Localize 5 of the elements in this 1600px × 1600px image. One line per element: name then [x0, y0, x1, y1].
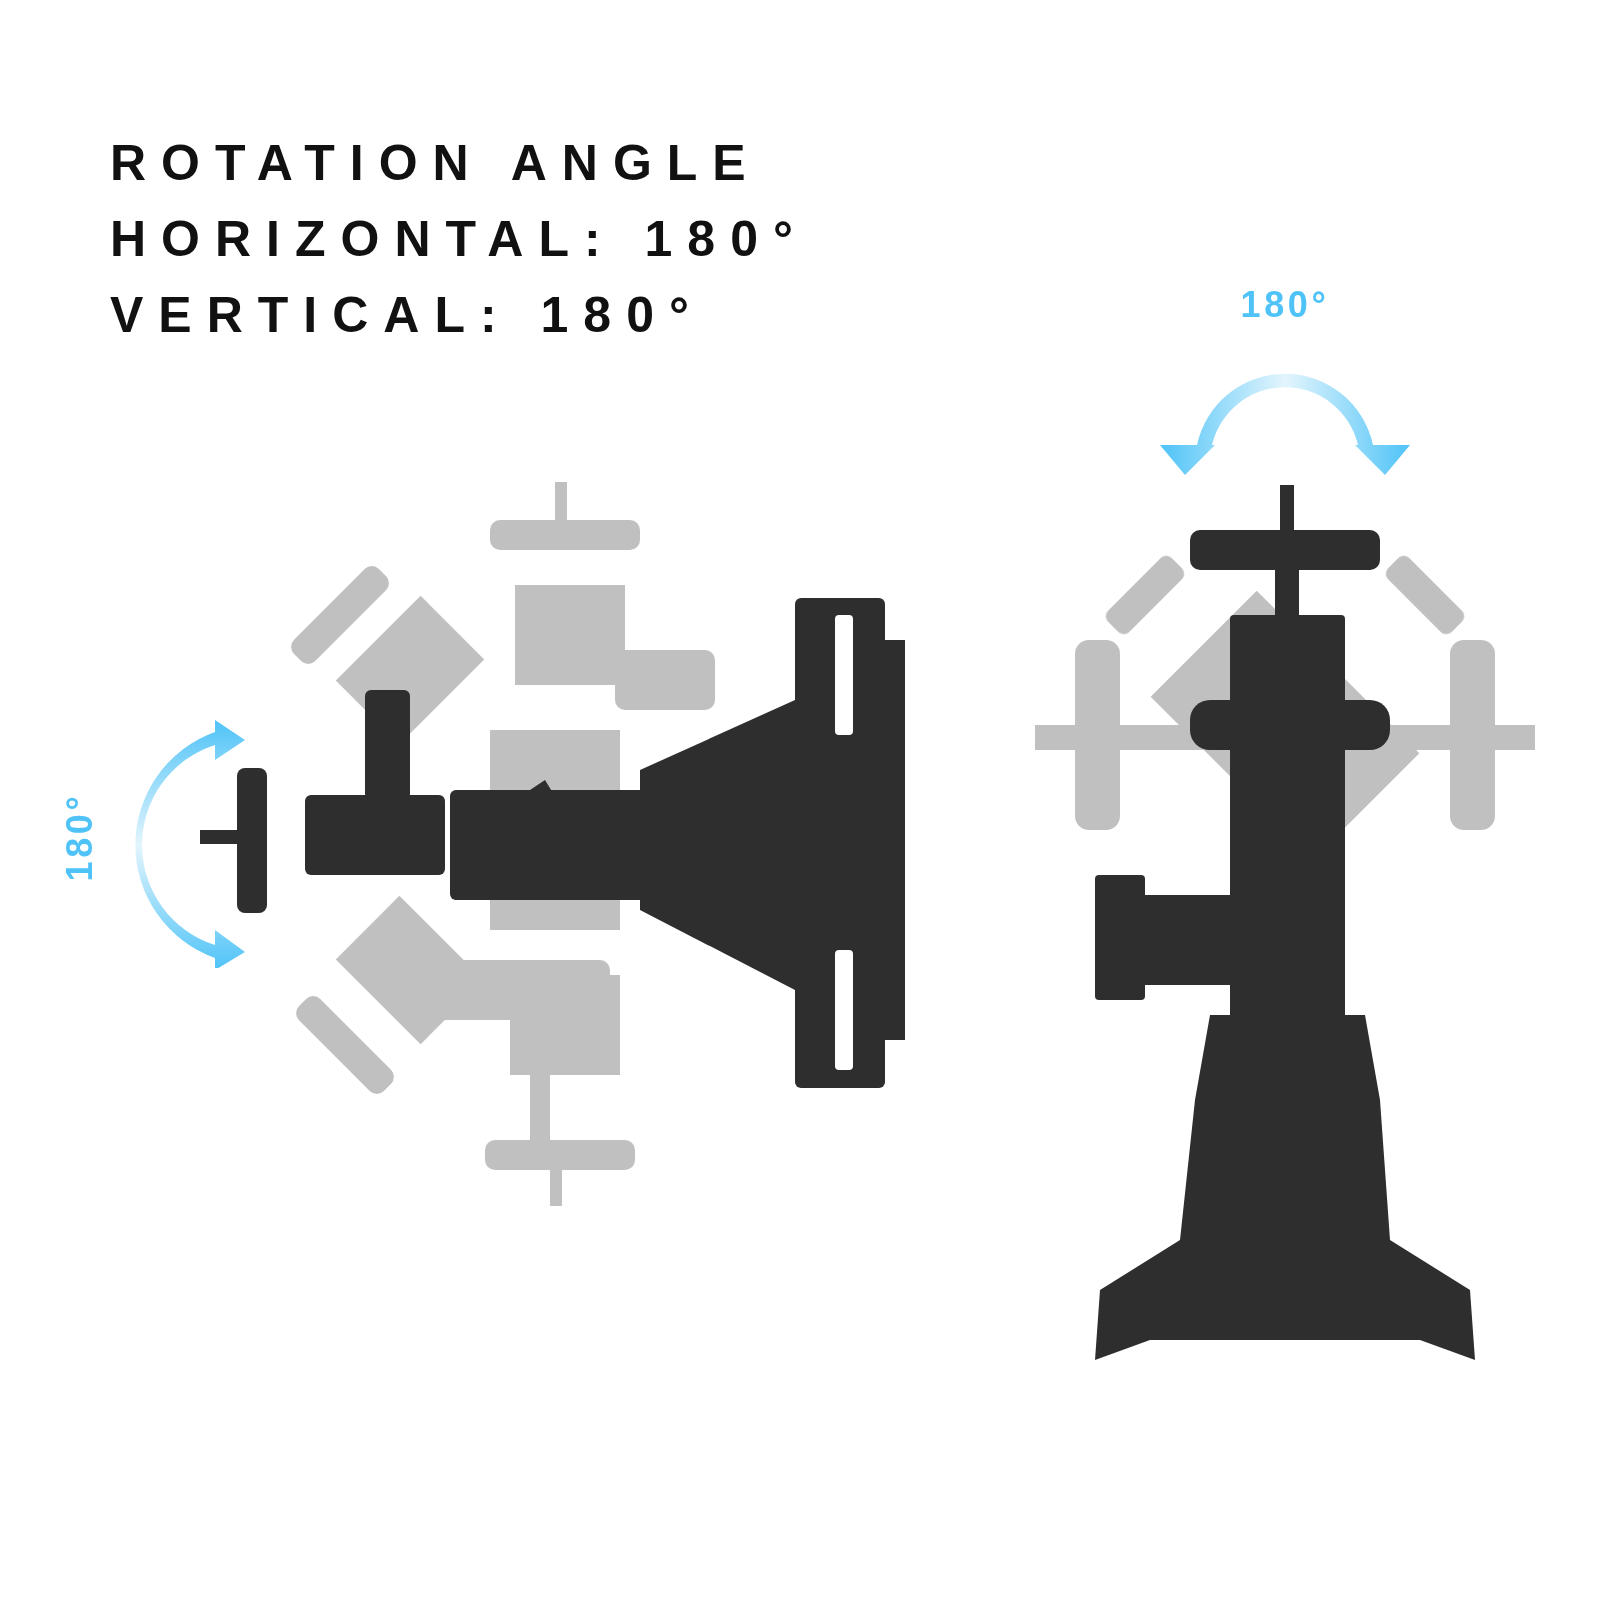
angle-label: 180° — [58, 791, 101, 884]
rotation-spec: VERTICAL: 180° — [110, 286, 705, 345]
heading: ROTATION ANGLE — [110, 134, 762, 193]
angle-label: 180° — [1239, 283, 1331, 327]
rotation-spec: HORIZONTAL: 180° — [110, 210, 808, 269]
